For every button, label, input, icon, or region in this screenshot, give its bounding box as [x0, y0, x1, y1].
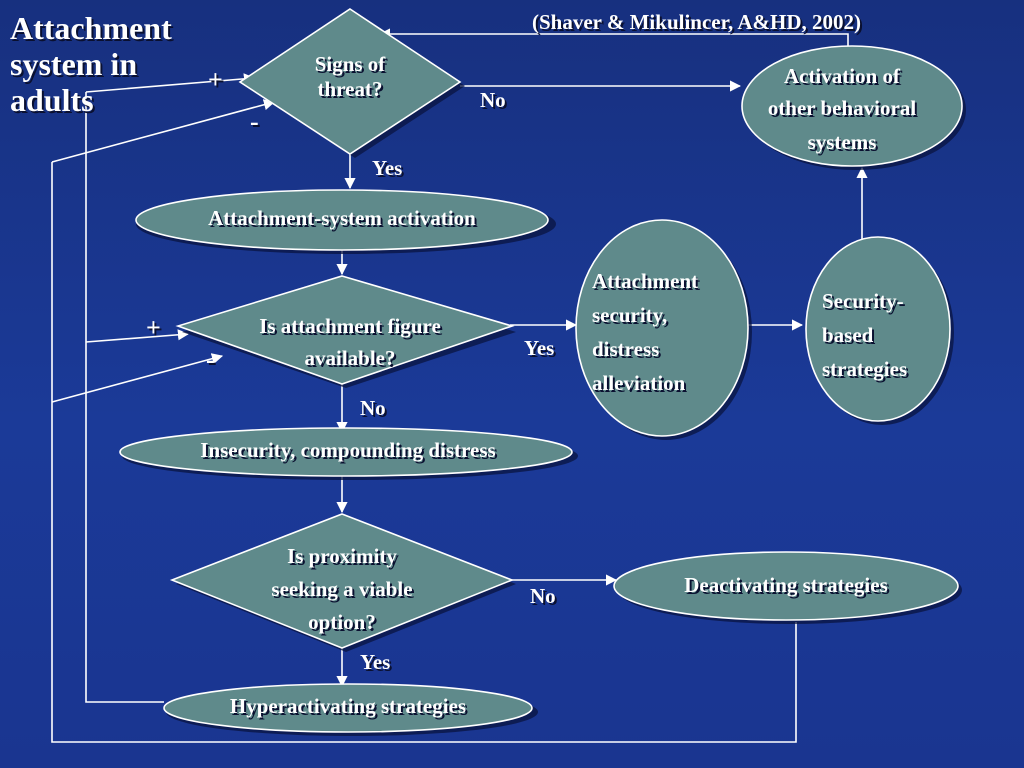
node-security-alleviation-shape	[575, 219, 749, 437]
node-text-line: threat?	[317, 77, 383, 102]
node-text-line: other behavioral	[767, 96, 917, 120]
edge-label-threat-yes: Yes	[372, 156, 403, 180]
node-attachment-activation-shape	[135, 189, 549, 251]
node-security-alleviation: Attachment security, distress alleviatio…	[592, 264, 742, 400]
node-text-line: Attachment	[592, 269, 699, 293]
edge-deact-minus-figure	[51, 353, 224, 403]
edge-label-proximity-yes: Yes	[360, 650, 391, 674]
connectors	[51, 28, 868, 743]
edge-label-figure-yes: Yes	[524, 336, 555, 360]
edge-hyper-plus-threat	[85, 73, 256, 93]
edge-label-threat-no: No	[480, 88, 506, 112]
node-signs-of-threat-shape	[238, 8, 462, 155]
node-hyperactivating: Hyperactivating strategies	[229, 694, 467, 718]
node-text-line: seeking a viable	[271, 577, 413, 601]
node-text-line: security,	[592, 303, 668, 327]
node-text-line: Is proximity	[287, 544, 397, 568]
node-attachment-activation: Attachment-system activation	[208, 206, 476, 230]
node-shapes	[119, 8, 963, 733]
node-hyperactivating-shape	[163, 683, 533, 733]
node-deactivating-shape	[613, 551, 959, 621]
citation: (Shaver & Mikulincer, A&HD, 2002)	[532, 10, 861, 34]
node-text-line: option?	[308, 610, 376, 634]
node-text-line: distress	[592, 337, 660, 361]
minus-sign-top: -	[250, 107, 259, 136]
node-deactivating: Deactivating strategies	[684, 573, 888, 597]
edge-deact-feedback	[51, 162, 797, 743]
node-text-line: strategies	[822, 357, 908, 381]
edge-hyper-plus-figure	[85, 329, 190, 343]
plus-sign-mid: +	[146, 313, 161, 342]
node-text-line: Is attachment figure	[259, 314, 441, 338]
node-security-strategies-shape	[805, 236, 951, 422]
plus-sign-top: +	[208, 65, 223, 94]
slide-title-line-1: Attachment	[10, 10, 172, 46]
node-text-line: systems	[807, 130, 877, 154]
node-activation-other-shape	[741, 45, 963, 167]
node-proximity: Is proximity seeking a viable option?	[236, 540, 448, 639]
node-activation-other: Activation of other behavioral systems	[732, 62, 952, 158]
node-text-line: available?	[304, 346, 396, 370]
node-figure-available-shape	[175, 275, 515, 385]
node-signs-of-threat: Signs of threat?	[284, 52, 416, 102]
node-insecurity: Insecurity, compounding distress	[200, 438, 496, 462]
node-text-line: Signs of	[314, 52, 386, 76]
node-security-strategies: Security- based strategies	[822, 284, 946, 386]
node-figure-available: Is attachment figure available?	[214, 310, 486, 374]
slide-title: Attachment system in adults	[10, 10, 230, 118]
minus-sign-mid: -	[206, 345, 215, 374]
node-text-line: Activation of	[783, 64, 901, 88]
slide-title-line-3: adults	[10, 82, 94, 118]
node-insecurity-shape	[119, 427, 573, 477]
edge-hyper-feedback	[85, 92, 164, 703]
node-text-line: based	[822, 323, 874, 347]
slide-title-line-2: system in	[10, 46, 138, 82]
edge-deact-minus-threat	[51, 99, 276, 163]
node-text-line: alleviation	[592, 371, 686, 395]
edge-label-figure-no: No	[360, 396, 386, 420]
node-text-line: Security-	[822, 289, 904, 313]
node-proximity-shape	[169, 513, 515, 649]
edge-citation-to-threat	[378, 28, 849, 46]
edge-label-proximity-no: No	[530, 584, 556, 608]
